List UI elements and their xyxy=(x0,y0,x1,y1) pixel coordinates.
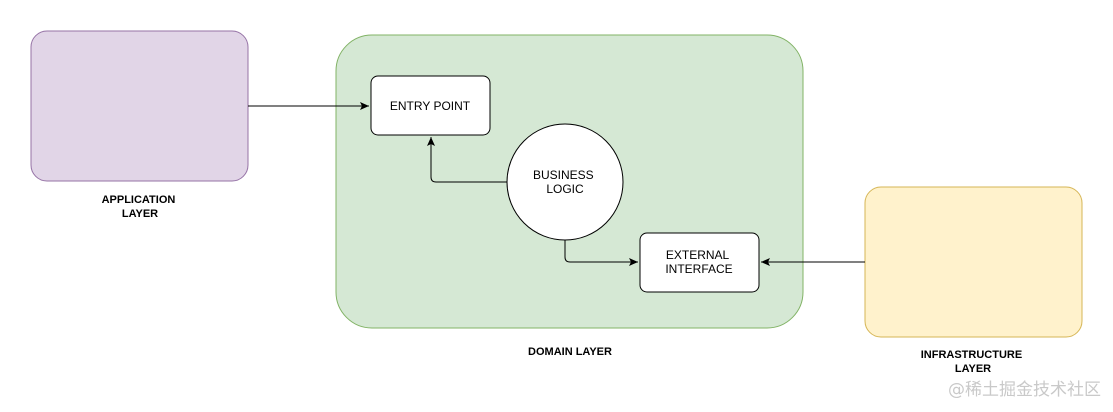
application-layer-box[interactable] xyxy=(30,30,249,182)
entry-point-label: ENTRY POINT xyxy=(390,99,471,113)
application-layer-label-line2: LAYER xyxy=(122,208,158,220)
application-layer-label: APPLICATION LAYER xyxy=(102,194,179,220)
domain-layer-label: DOMAIN LAYER xyxy=(528,346,612,358)
watermark-text: @稀土掘金技术社区 xyxy=(948,380,1101,400)
external-interface-label-line1: EXTERNAL xyxy=(666,248,730,262)
connector-business-logic-to-external-interface xyxy=(564,240,638,266)
business-logic-label-line2: LOGIC xyxy=(546,182,584,196)
connector-business-logic-to-entry-point xyxy=(427,137,507,183)
infrastructure-layer-box[interactable] xyxy=(864,186,1083,338)
entry-point-box[interactable] xyxy=(370,75,491,136)
external-interface-label: EXTERNAL INTERFACE xyxy=(665,248,732,276)
application-layer-label-line1: APPLICATION xyxy=(102,194,176,206)
business-logic-label: BUSINESS LOGIC xyxy=(533,168,597,196)
business-logic-label-line1: BUSINESS xyxy=(533,168,594,182)
infrastructure-layer-label-line1: INFRASTRUCTURE xyxy=(921,349,1022,361)
external-interface-box[interactable] xyxy=(639,232,760,293)
infrastructure-layer-label-line2: LAYER xyxy=(955,363,991,375)
infrastructure-layer-label: INFRASTRUCTURE LAYER xyxy=(921,349,1026,375)
external-interface-label-line2: INTERFACE xyxy=(665,262,732,276)
